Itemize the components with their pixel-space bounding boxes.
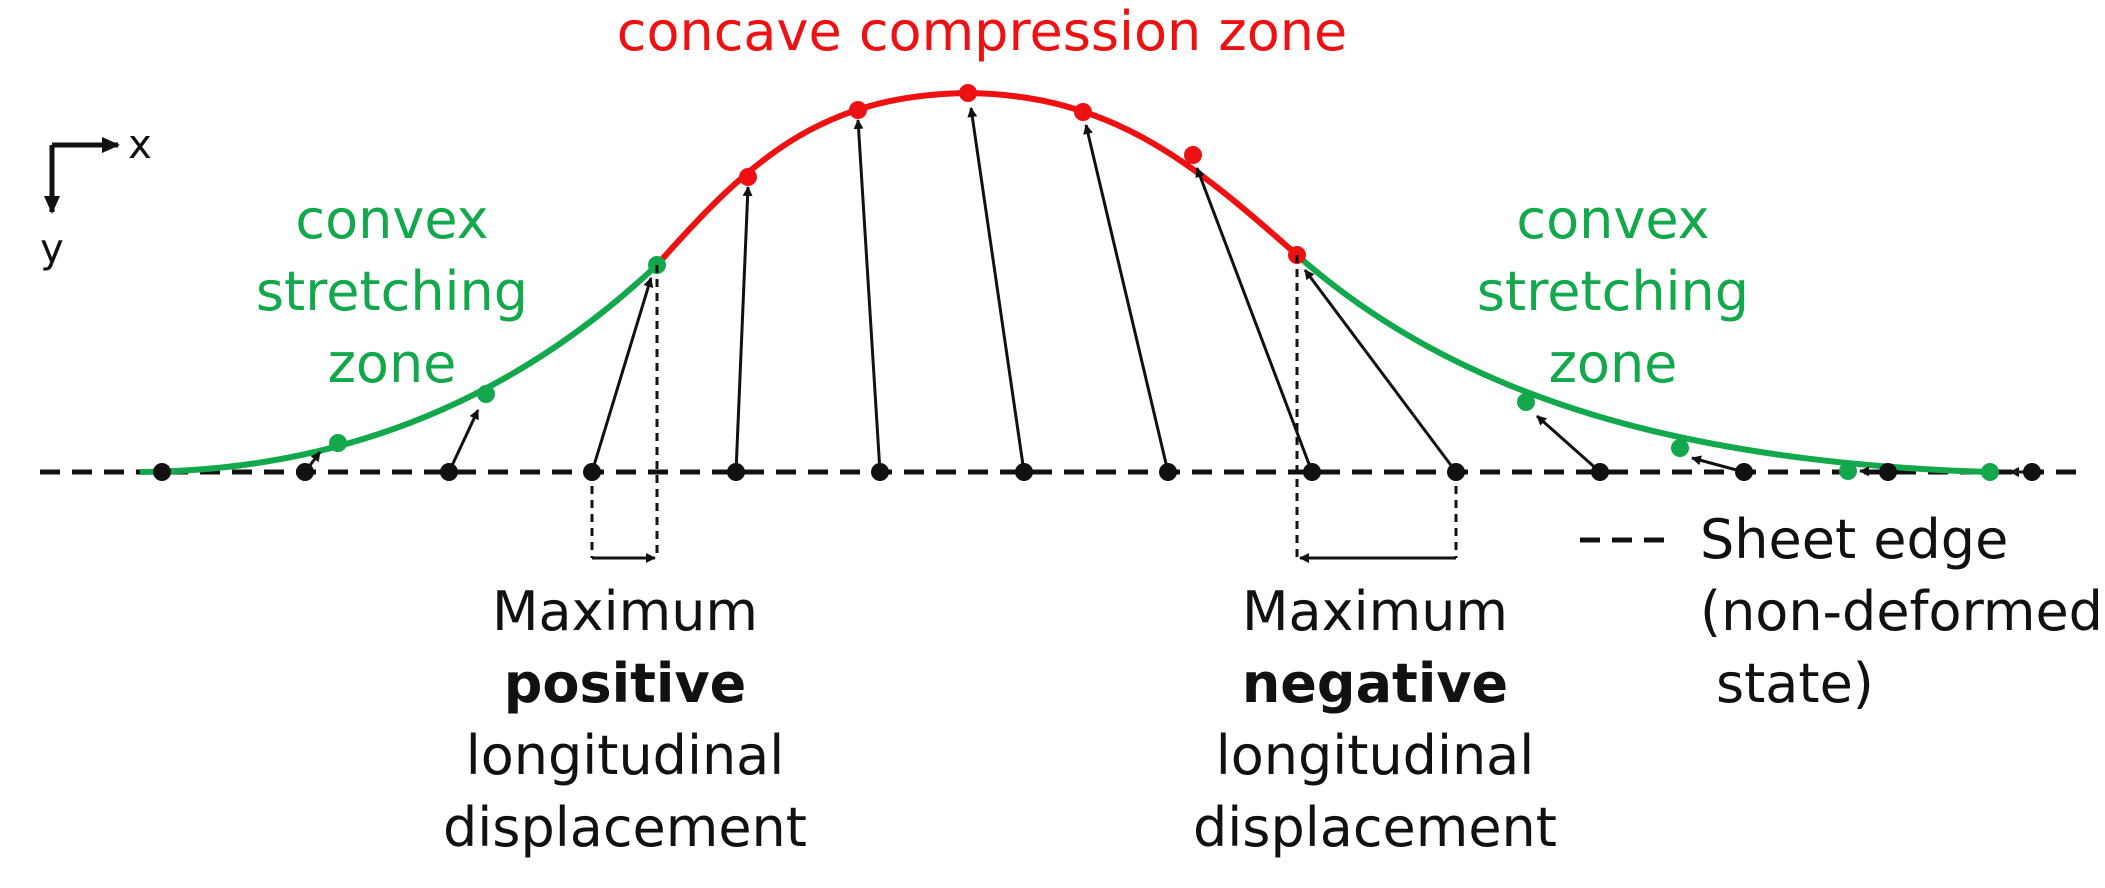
deformed-point-stretching (329, 434, 347, 452)
legend-line: Sheet edge (1700, 508, 2008, 571)
displacement-arrow (734, 186, 753, 473)
displacement-arrow (853, 119, 882, 473)
deformed-point-stretching (477, 385, 495, 403)
deformed-point-compression (959, 84, 977, 102)
original-point (727, 463, 745, 481)
displacement-arrows (303, 107, 2032, 477)
deformed-points (329, 84, 1999, 481)
label-line: longitudinal (466, 724, 785, 787)
deformed-point-stretching (1839, 462, 1857, 480)
displacement-arrow (967, 107, 1026, 473)
displacement-arrow (1195, 167, 1314, 473)
original-point (1303, 463, 1321, 481)
max-positive-bracket (590, 265, 659, 563)
axis-y-label: y (40, 226, 64, 272)
label-line: zone (1549, 332, 1678, 395)
original-point (440, 463, 458, 481)
axis-indicator: x y (40, 122, 152, 272)
deformed-point-compression (739, 168, 757, 186)
convex-stretching-curve-left (139, 262, 660, 475)
deformed-point-stretching (1671, 439, 1689, 457)
original-point (1879, 463, 1897, 481)
label-line: negative (1242, 652, 1508, 715)
displacement-arrow (1303, 269, 1458, 473)
original-point (296, 463, 314, 481)
original-point (153, 463, 171, 481)
convex-stretching-curve-right (1295, 252, 1991, 475)
original-point (1159, 463, 1177, 481)
legend-line: (non-deformed (1700, 580, 2103, 643)
convex-stretching-label-right: convex stretching zone (1477, 188, 1749, 395)
original-point (871, 463, 889, 481)
deformed-point-stretching (1981, 463, 1999, 481)
max-positive-label: Maximum positive longitudinal displaceme… (443, 580, 807, 859)
deformed-point-compression (1184, 146, 1202, 164)
label-line: positive (504, 652, 747, 715)
deformed-point-stretching (1517, 393, 1535, 411)
max-negative-label: Maximum negative longitudinal displaceme… (1193, 580, 1557, 859)
label-line: stretching (256, 260, 528, 323)
label-line: stretching (1477, 260, 1749, 323)
max-negative-bracket (1295, 255, 1458, 563)
label-line: displacement (1193, 796, 1557, 859)
original-points (153, 463, 2041, 481)
original-point (1591, 463, 1609, 481)
deformed-point-compression (1074, 103, 1092, 121)
original-point (2023, 463, 2041, 481)
displacement-arrow (1083, 124, 1170, 473)
displacement-arrow (447, 409, 480, 473)
label-line: zone (328, 332, 457, 395)
label-line: Maximum (492, 580, 758, 643)
legend: Sheet edge (non-deformed state) (1580, 508, 2103, 715)
original-point (1735, 463, 1753, 481)
original-point (1015, 463, 1033, 481)
deformed-point-compression (849, 101, 867, 119)
axis-x-label: x (128, 122, 152, 168)
label-line: longitudinal (1216, 724, 1535, 787)
label-line: Maximum (1242, 580, 1508, 643)
concave-compression-label: concave compression zone (617, 0, 1347, 63)
label-line: convex (1516, 188, 1709, 251)
label-line: convex (295, 188, 488, 251)
displacement-arrow (1536, 414, 1601, 474)
displacement-arrow (590, 277, 654, 473)
label-line: displacement (443, 796, 807, 859)
convex-stretching-label-left: convex stretching zone (256, 188, 528, 395)
legend-line: state) (1716, 652, 1874, 715)
